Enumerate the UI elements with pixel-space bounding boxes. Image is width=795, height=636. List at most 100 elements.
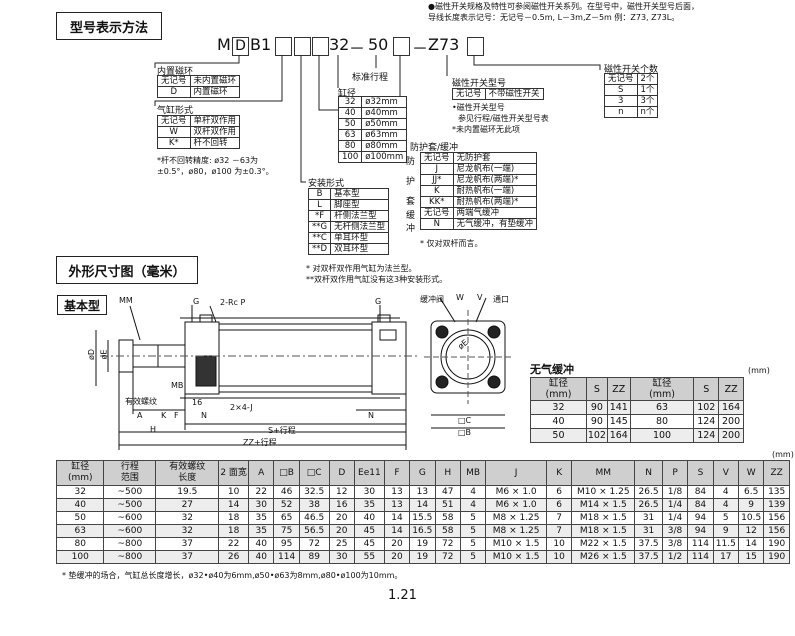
- dim-cell-1-10: 14: [409, 498, 436, 512]
- dim-cell-5-10: 19: [409, 550, 436, 564]
- label-b-box: □B: [458, 428, 472, 437]
- dim-cell-5-14: 10: [545, 550, 573, 564]
- label-mb: MB: [171, 381, 184, 390]
- cushion-r1-c2: 145: [606, 414, 631, 429]
- dim-cell-3-20: 12: [737, 524, 765, 538]
- dim-cell-2-5: 65: [273, 511, 300, 525]
- model-prefix: M: [217, 35, 231, 54]
- dim-cell-2-19: 5: [712, 511, 739, 525]
- dim-cell-1-7: 16: [328, 498, 355, 512]
- dim-cell-5-5: 114: [273, 550, 300, 564]
- dim-cell-1-12: 4: [459, 498, 487, 512]
- dim-cell-5-6: 89: [298, 550, 330, 564]
- std-stroke-caption: 标准行程: [352, 73, 389, 83]
- cushion-title: 无气缓冲: [530, 363, 574, 376]
- label-a: A: [137, 411, 143, 420]
- cushion-table: 缸径 (mm) S ZZ 缸径 (mm) S ZZ 32 90 141 63 1…: [530, 377, 744, 443]
- dim-cell-3-0: 63: [55, 524, 105, 538]
- dim-cell-3-5: 75: [273, 524, 300, 538]
- dim-header-10: G: [409, 460, 436, 486]
- protect-row-6-desc: 无气缓冲，有垫缓冲: [452, 218, 538, 230]
- cushion-r2-c2: 164: [606, 428, 631, 443]
- main-table-unit: (mm): [772, 450, 794, 459]
- dim-cell-4-20: 14: [737, 537, 765, 551]
- dim-header-12: MB: [459, 460, 487, 486]
- page-number: 1.21: [388, 588, 417, 603]
- dim-cell-5-3: 26: [218, 550, 250, 564]
- dim-cell-5-11: 72: [434, 550, 461, 564]
- dim-cell-1-2: 27: [155, 498, 220, 512]
- dim-cell-0-2: 19.5: [155, 485, 220, 499]
- dim-cell-2-3: 18: [218, 511, 250, 525]
- cylinder-side-view: [95, 305, 420, 450]
- dim-cell-0-5: 46: [273, 485, 300, 499]
- dim-cell-3-13: M8 × 1.25: [485, 524, 547, 538]
- bore-row-5-desc: ø100mm: [361, 151, 408, 163]
- dim-cell-5-7: 30: [328, 550, 355, 564]
- label-zz-stroke: ZZ+行程: [243, 438, 277, 447]
- cushion-header-zz-2: ZZ: [718, 377, 744, 401]
- cushion-r0-c1: 90: [585, 400, 608, 415]
- dim-cell-4-3: 22: [218, 537, 250, 551]
- cushion-r0-c4: 102: [693, 400, 720, 415]
- section-title-model: 型号表示方法: [56, 12, 162, 40]
- dim-cell-0-12: 4: [459, 485, 487, 499]
- dim-header-13: J: [485, 460, 547, 486]
- cylinder-end-view: [424, 297, 512, 429]
- dim-cell-2-12: 5: [459, 511, 487, 525]
- cushion-r1-c5: 200: [718, 414, 744, 429]
- dim-cell-4-21: 190: [763, 537, 790, 551]
- dim-cell-3-16: 31: [634, 524, 663, 538]
- dim-cell-3-8: 45: [353, 524, 385, 538]
- dim-cell-5-4: 40: [248, 550, 275, 564]
- label-v: V: [477, 293, 483, 302]
- dim-cell-0-20: 6.5: [737, 485, 765, 499]
- dim-cell-3-21: 156: [763, 524, 790, 538]
- model-code-switch: Z73: [428, 35, 460, 54]
- builtin-row-1-desc: 内置磁环: [189, 86, 241, 98]
- dim-cell-1-0: 40: [55, 498, 105, 512]
- cushion-r0-c2: 141: [606, 400, 631, 415]
- dim-cell-5-0: 100: [55, 550, 105, 564]
- dim-cell-1-15: M14 × 1.5: [571, 498, 636, 512]
- basic-type-label: 基本型: [57, 295, 107, 315]
- dim-cell-4-10: 19: [409, 537, 436, 551]
- dim-cell-5-20: 15: [737, 550, 765, 564]
- switch-count-slot: [467, 37, 484, 56]
- dim-cell-1-14: 6: [545, 498, 573, 512]
- top-note-line-2: 导线长度表示记号：无记号－0.5m, L－3m,Z－5m 例：Z73, Z73L…: [428, 13, 680, 22]
- switch-note-1: •磁性开关型号: [452, 103, 505, 112]
- dim-cell-1-3: 14: [218, 498, 250, 512]
- cushion-header-bore-1: 缸径 (mm): [545, 378, 572, 400]
- dim-cell-1-1: ~500: [103, 498, 157, 512]
- dim-cell-1-17: 1/4: [661, 498, 689, 512]
- dim-cell-4-18: 114: [687, 537, 714, 551]
- mounting-note-2: **双杆双作用气缸没有这3种安装形式。: [306, 275, 448, 284]
- switch-note-3: *未内置磁环无此项: [452, 125, 520, 134]
- cushion-header-bore-2: 缸径 (mm): [649, 378, 675, 400]
- dim-cell-2-16: 31: [634, 511, 663, 525]
- cushion-r2-c5: 200: [718, 428, 744, 443]
- dim-cell-1-19: 4: [712, 498, 739, 512]
- dim-cell-4-11: 72: [434, 537, 461, 551]
- dim-header-15: MM: [571, 460, 636, 486]
- cushion-r1-c0: 40: [530, 414, 587, 429]
- dim-cell-0-15: M10 × 1.25: [571, 485, 636, 499]
- bore-row-5-code: 100: [337, 151, 363, 163]
- footnote: * 垫缓冲的场合，气缸总长度增长，ø32•ø40为6mm,ø50•ø63为8mm…: [62, 571, 403, 580]
- label-w: W: [456, 293, 464, 302]
- dim-cell-4-2: 37: [155, 537, 220, 551]
- model-code-d: D: [232, 37, 249, 56]
- dim-cell-0-19: 4: [712, 485, 739, 499]
- dim-header-5: □B: [273, 460, 300, 486]
- dim-cell-0-14: 6: [545, 485, 573, 499]
- protect-group-1-char-2: 套: [406, 197, 416, 207]
- model-code-b1: B1: [250, 35, 272, 54]
- dim-cell-4-1: ~800: [103, 537, 157, 551]
- dim-cell-1-8: 35: [353, 498, 385, 512]
- dim-header-2: 有效螺纹 长度: [155, 460, 220, 486]
